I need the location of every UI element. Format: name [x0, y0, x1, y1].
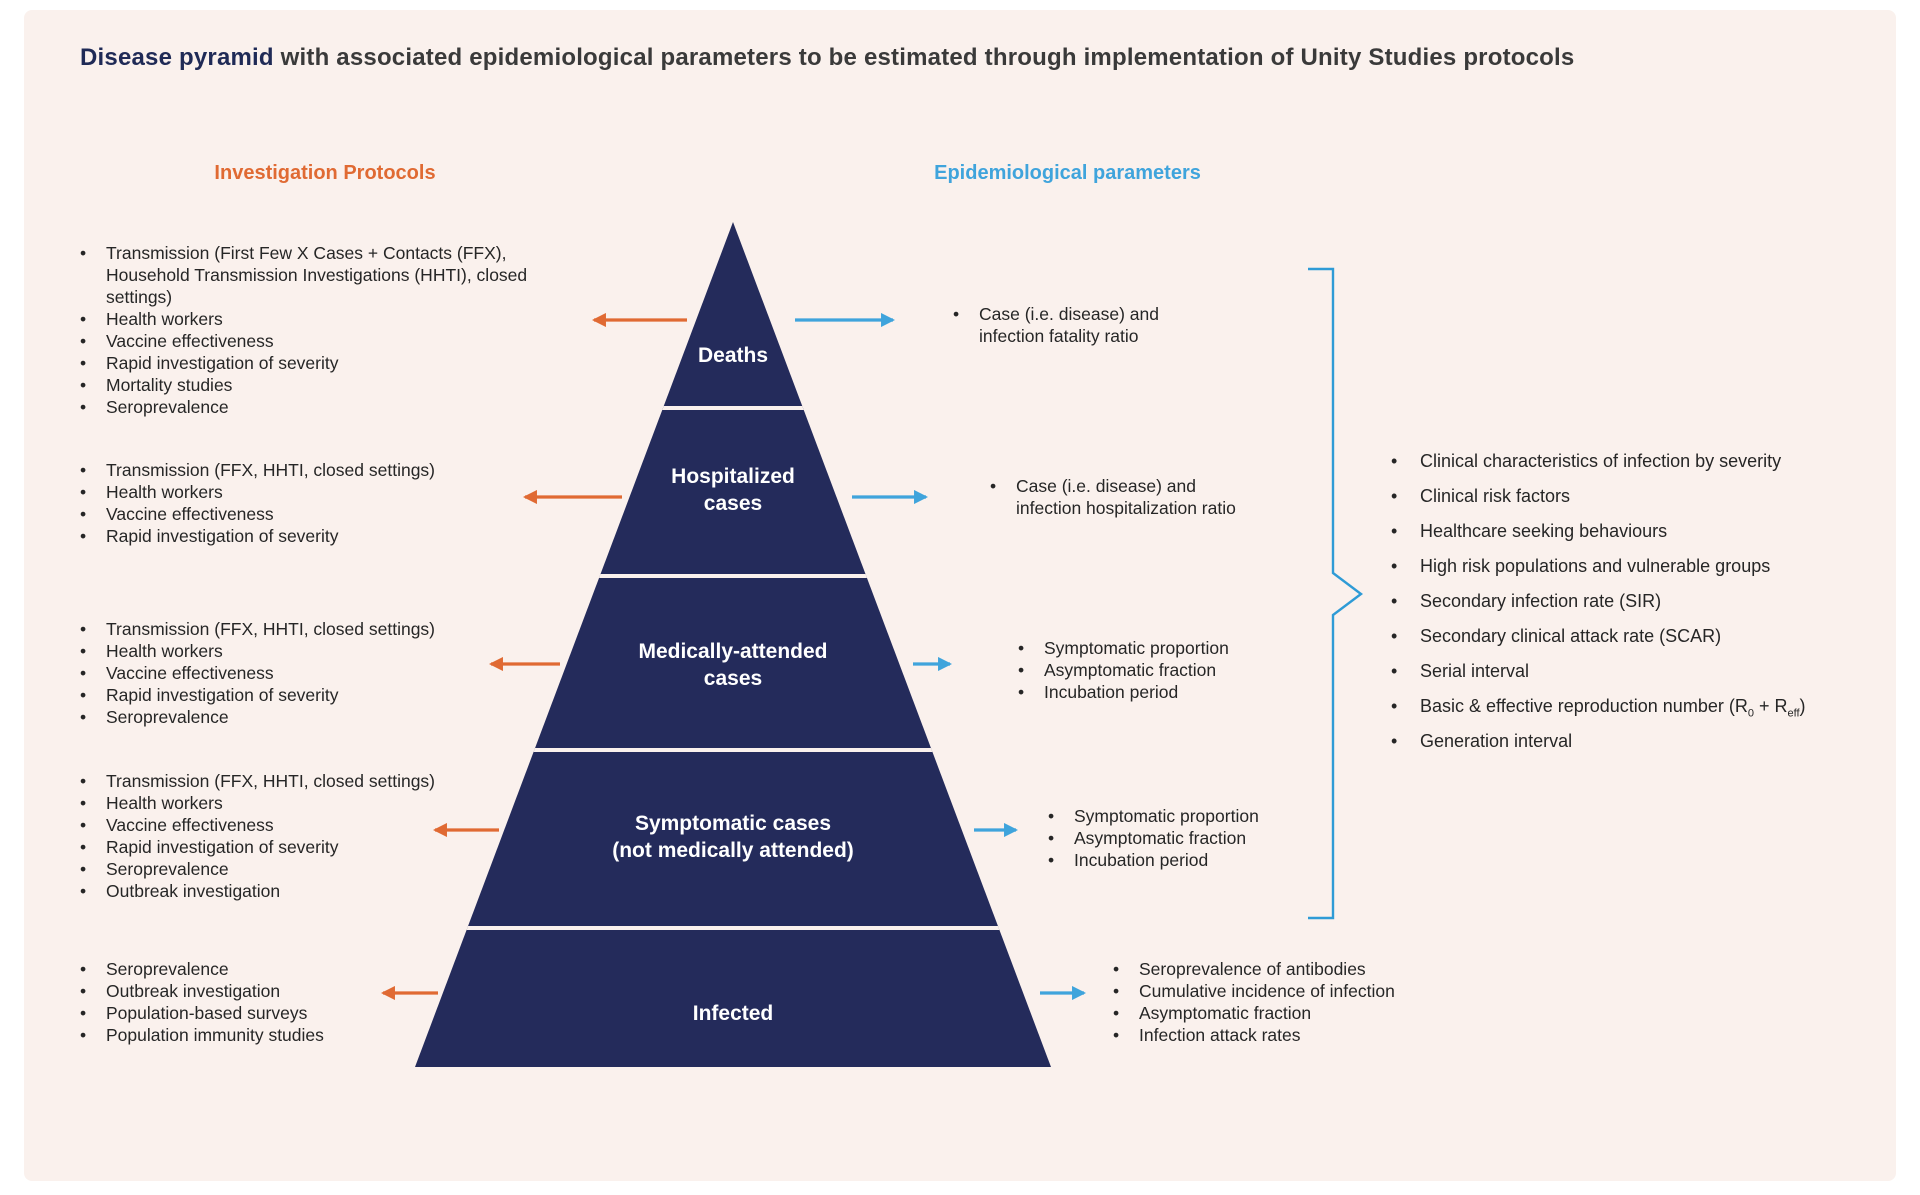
- protocols-list-infected: Seroprevalence Outbreak investigation Po…: [72, 958, 547, 1046]
- pyramid-level-infected: Infected: [563, 1000, 903, 1027]
- list-item: Transmission (FFX, HHTI, closed settings…: [72, 618, 547, 640]
- list-item-reproduction-number: Basic & effective reproduction number (R…: [1385, 695, 1905, 720]
- list-item: Secondary infection rate (SIR): [1385, 590, 1905, 612]
- reproduction-sub-eff: eff: [1787, 707, 1800, 720]
- list-item: Generation interval: [1385, 730, 1905, 752]
- pyramid-level-dividers: [415, 406, 1051, 930]
- investigation-protocols-header: Investigation Protocols: [214, 162, 436, 184]
- list-item: Secondary clinical attack rate (SCAR): [1385, 625, 1905, 647]
- level-label-line: Hospitalized: [671, 465, 795, 488]
- list-item: Symptomatic proportion: [1010, 637, 1310, 659]
- level-label-line: Infected: [692, 1002, 774, 1025]
- list-item: Outbreak investigation: [72, 880, 547, 902]
- pyramid-level-deaths: Deaths: [563, 342, 903, 369]
- list-item: High risk populations and vulnerable gro…: [1385, 555, 1905, 577]
- list-item: Rapid investigation of severity: [72, 684, 547, 706]
- list-item: Clinical characteristics of infection by…: [1385, 450, 1905, 472]
- list-item: Case (i.e. disease) and infection fatali…: [945, 303, 1190, 347]
- level-label-line: cases: [703, 492, 763, 515]
- brace-icon: [1308, 267, 1363, 920]
- reproduction-pre: Basic & effective reproduction number (R: [1420, 696, 1748, 716]
- list-item: Healthcare seeking behaviours: [1385, 520, 1905, 542]
- list-item: Clinical risk factors: [1385, 485, 1905, 507]
- list-item: Incubation period: [1010, 681, 1310, 703]
- epidemiological-parameters-header: Epidemiological parameters: [934, 162, 1201, 184]
- pyramid-level-symptomatic: Symptomatic cases (not medically attende…: [563, 810, 903, 864]
- list-item: Transmission (First Few X Cases + Contac…: [72, 242, 547, 308]
- reproduction-post: ): [1799, 696, 1806, 716]
- list-item: Health workers: [72, 308, 547, 330]
- reproduction-mid: + R: [1753, 696, 1788, 716]
- list-item: Health workers: [72, 640, 547, 662]
- level-label-line: Deaths: [697, 344, 769, 367]
- list-item: Vaccine effectiveness: [72, 814, 547, 836]
- list-item: Seroprevalence: [72, 958, 547, 980]
- parameters-list-symptomatic: Symptomatic proportion Asymptomatic frac…: [1040, 805, 1340, 871]
- protocols-list-medically-attended: Transmission (FFX, HHTI, closed settings…: [72, 618, 547, 728]
- list-item: Rapid investigation of severity: [72, 525, 547, 547]
- list-item: Asymptomatic fraction: [1105, 1002, 1445, 1024]
- pyramid-level-medically-attended: Medically-attended cases: [563, 638, 903, 692]
- level-label-line: cases: [703, 667, 763, 690]
- list-item: Symptomatic proportion: [1040, 805, 1340, 827]
- list-item: Asymptomatic fraction: [1010, 659, 1310, 681]
- list-item: Case (i.e. disease) and infection hospit…: [982, 475, 1244, 519]
- level-label-line: Symptomatic cases: [634, 812, 832, 835]
- reproduction-sub-base: 0: [1747, 707, 1754, 720]
- list-item: Seroprevalence of antibodies: [1105, 958, 1445, 980]
- list-item: Population immunity studies: [72, 1024, 547, 1046]
- list-item: Serial interval: [1385, 660, 1905, 682]
- list-item: Infection attack rates: [1105, 1024, 1445, 1046]
- protocols-list-deaths: Transmission (First Few X Cases + Contac…: [72, 242, 547, 418]
- list-item: Vaccine effectiveness: [72, 662, 547, 684]
- grouped-parameters-list: Clinical characteristics of infection by…: [1385, 450, 1905, 765]
- list-item: Asymptomatic fraction: [1040, 827, 1340, 849]
- list-item: Seroprevalence: [72, 858, 547, 880]
- parameters-list-hospitalized: Case (i.e. disease) and infection hospit…: [982, 475, 1244, 519]
- list-item: Seroprevalence: [72, 706, 547, 728]
- level-label-line: (not medically attended): [612, 839, 854, 862]
- list-item: Incubation period: [1040, 849, 1340, 871]
- protocols-list-symptomatic: Transmission (FFX, HHTI, closed settings…: [72, 770, 547, 902]
- page-title-highlight: Disease pyramid: [80, 44, 274, 71]
- parameters-list-medically-attended: Symptomatic proportion Asymptomatic frac…: [1010, 637, 1310, 703]
- list-item: Outbreak investigation: [72, 980, 547, 1002]
- list-item: Cumulative incidence of infection: [1105, 980, 1445, 1002]
- blue-right-arrows: [795, 312, 1087, 1001]
- list-item: Transmission (FFX, HHTI, closed settings…: [72, 459, 547, 481]
- list-item: Vaccine effectiveness: [72, 330, 547, 352]
- list-item: Rapid investigation of severity: [72, 836, 547, 858]
- parameters-list-deaths: Case (i.e. disease) and infection fatali…: [945, 303, 1190, 347]
- level-label-line: Medically-attended: [638, 640, 828, 663]
- list-item: Seroprevalence: [72, 396, 547, 418]
- list-item: Health workers: [72, 792, 547, 814]
- parameters-list-infected: Seroprevalence of antibodies Cumulative …: [1105, 958, 1445, 1046]
- list-item: Health workers: [72, 481, 547, 503]
- list-item: Transmission (FFX, HHTI, closed settings…: [72, 770, 547, 792]
- pyramid-level-hospitalized: Hospitalized cases: [563, 463, 903, 517]
- list-item: Population-based surveys: [72, 1002, 547, 1024]
- list-item: Rapid investigation of severity: [72, 352, 547, 374]
- page-title-rest: with associated epidemiological paramete…: [273, 44, 1575, 71]
- list-item: Mortality studies: [72, 374, 547, 396]
- protocols-list-hospitalized: Transmission (FFX, HHTI, closed settings…: [72, 459, 547, 547]
- page-title: Disease pyramid with associated epidemio…: [80, 44, 1780, 72]
- list-item: Vaccine effectiveness: [72, 503, 547, 525]
- pyramid-shape: [415, 222, 1051, 1067]
